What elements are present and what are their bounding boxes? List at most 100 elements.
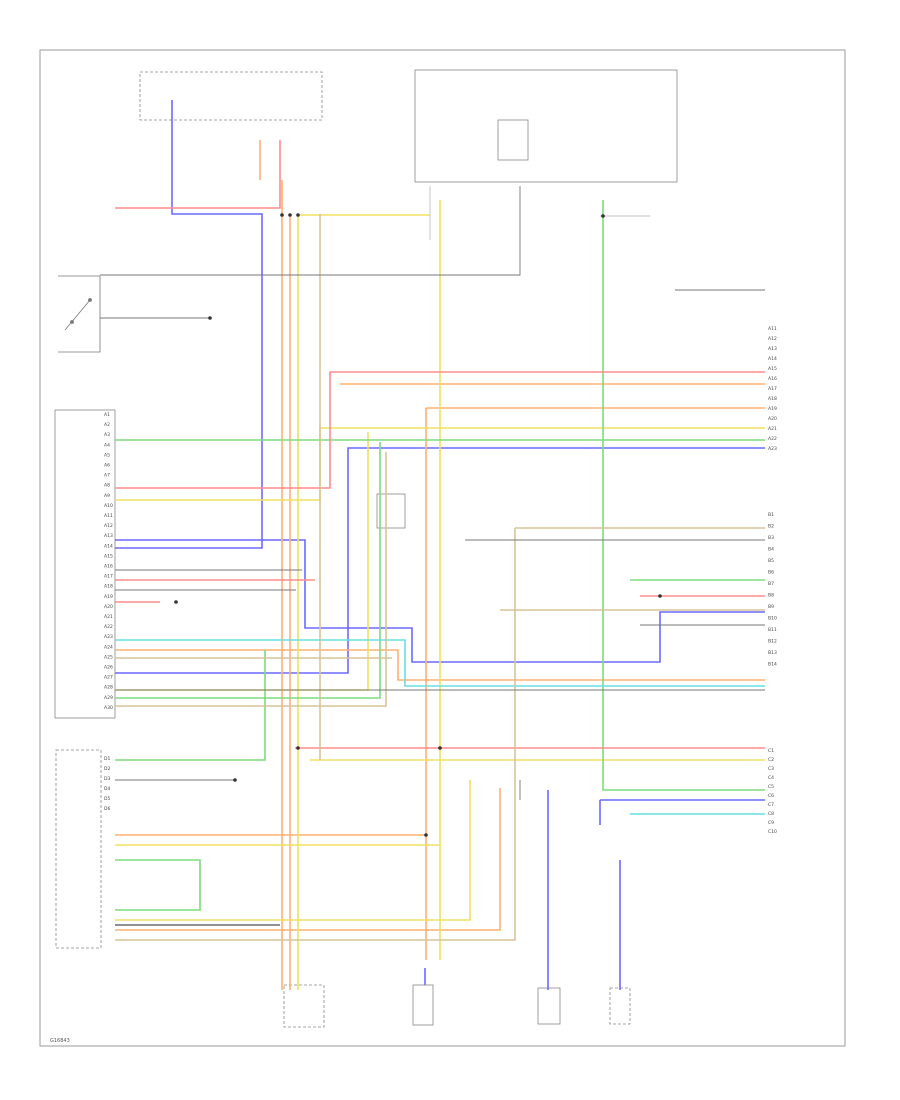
connector-pin-label: B9 (768, 604, 774, 610)
connector-pin-label: A27 (104, 675, 113, 681)
connector-pin-label: A11 (104, 513, 113, 519)
connector-pin-label: A11 (768, 326, 777, 332)
connector-pin-label: C10 (768, 829, 777, 835)
connector-pin-label: A29 (104, 695, 113, 701)
connector-pin-label: C1 (768, 748, 774, 754)
connector-pin-label: A28 (104, 685, 113, 691)
connector-pin-label: B7 (768, 581, 774, 587)
connector-pin-label: C7 (768, 802, 774, 808)
control-unit-box (54, 409, 116, 719)
connector-pin-label: B5 (768, 558, 774, 564)
connector-pin-label: B6 (768, 570, 774, 576)
connector-pin-label: A2 (104, 422, 110, 428)
connector-pin-label: A10 (104, 503, 113, 509)
wire-green-5 (115, 650, 266, 761)
diode-module (376, 493, 406, 529)
connector-pin-label: A19 (104, 594, 113, 600)
wire-orange-7 (115, 649, 765, 681)
connector-pin-label: A24 (104, 644, 113, 650)
connector-pin-label: B3 (768, 535, 774, 541)
connector-pin-label: A12 (104, 523, 113, 529)
connector-pin-label: D1 (104, 756, 110, 762)
wire-cyan-1 (115, 639, 765, 687)
fuse-relay-box (414, 69, 678, 183)
junction-dots (174, 213, 662, 837)
connector-pin-label: A6 (104, 463, 110, 469)
wire-blue-1 (115, 100, 263, 549)
connector-pin-label: A14 (104, 543, 113, 549)
connector-pin-label: A12 (768, 336, 777, 342)
connector-pin-label: C2 (768, 757, 774, 763)
connector-pin-label: A17 (768, 386, 777, 392)
connector-pin-label: B1 (768, 512, 774, 518)
connector-pin-label: B8 (768, 593, 774, 599)
relay-coil (497, 119, 529, 161)
connector-pin-label: A21 (104, 614, 113, 620)
connector-pin-label: A8 (104, 483, 110, 489)
connector-pin-label: A1 (104, 412, 110, 418)
connector-pin-label: A17 (104, 574, 113, 580)
lower-connector-box (55, 749, 102, 949)
connector-pin-label: D3 (104, 776, 110, 782)
wire-orange-9 (115, 788, 501, 931)
left-pin-labels: A1A2A3A4A5A6A7A8A9A10A11A12A13A14A15A16A… (104, 412, 113, 711)
connector-pin-label: A20 (768, 416, 777, 422)
switch-symbol (58, 275, 101, 353)
wire-tan-2 (115, 528, 516, 941)
connector-pin-label: A22 (768, 436, 777, 442)
connector-pin-label: A21 (768, 426, 777, 432)
sensor-box-left (283, 984, 325, 1028)
connector-pin-label: A26 (104, 665, 113, 671)
wire-pink-1 (115, 140, 281, 209)
wire-blue-2 (115, 447, 765, 674)
connector-pin-label: A15 (768, 366, 777, 372)
sensor-box-right (537, 987, 561, 1025)
connector-pin-label: A19 (768, 406, 777, 412)
connector-pin-label: B14 (768, 662, 777, 668)
connector-pin-label: D4 (104, 786, 110, 792)
connector-pin-label: A18 (768, 396, 777, 402)
wire-gray-6 (100, 186, 521, 276)
connector-pin-label: A4 (104, 442, 110, 448)
connector-pin-label: A14 (768, 356, 777, 362)
connector-pin-label: A13 (768, 346, 777, 352)
connector-pin-label: A20 (104, 604, 113, 610)
connector-pin-label: C3 (768, 766, 774, 772)
connector-pin-label: A5 (104, 452, 110, 458)
wires (100, 100, 765, 990)
connector-pin-label: A3 (104, 432, 110, 438)
connector-pin-label: A7 (104, 473, 110, 479)
diagram-frame (39, 49, 846, 1047)
diagram-code: G16843 (50, 1038, 70, 1044)
wire-blue-3 (115, 539, 765, 663)
connector-pin-label: A16 (104, 564, 113, 570)
connector-pin-label: A13 (104, 533, 113, 539)
wire-green-3 (115, 442, 381, 699)
connector-pin-label: C4 (768, 775, 774, 781)
wire-pink-2 (115, 371, 765, 489)
connector-pin-label: B2 (768, 524, 774, 530)
connector-pin-label: C9 (768, 820, 774, 826)
connector-pin-label: B12 (768, 639, 777, 645)
connector-pin-label: A25 (104, 654, 113, 660)
wire-tan-3 (115, 452, 387, 707)
sensor-box-far-right (609, 987, 631, 1025)
connector-pin-label: C6 (768, 793, 774, 799)
connector-pin-label: D6 (104, 806, 110, 812)
connector-pin-label: A16 (768, 376, 777, 382)
connector-pin-label: A9 (104, 493, 110, 499)
connector-pin-label: A15 (104, 553, 113, 559)
connector-pin-label: A23 (768, 446, 777, 452)
connector-pin-label: A23 (104, 634, 113, 640)
connector-pin-label: B10 (768, 616, 777, 622)
wire-green-1 (602, 200, 765, 791)
connector-pin-label: A18 (104, 584, 113, 590)
wire-green-6 (115, 859, 201, 911)
connector-pin-label: D2 (104, 766, 110, 772)
connector-pin-label: C8 (768, 811, 774, 817)
